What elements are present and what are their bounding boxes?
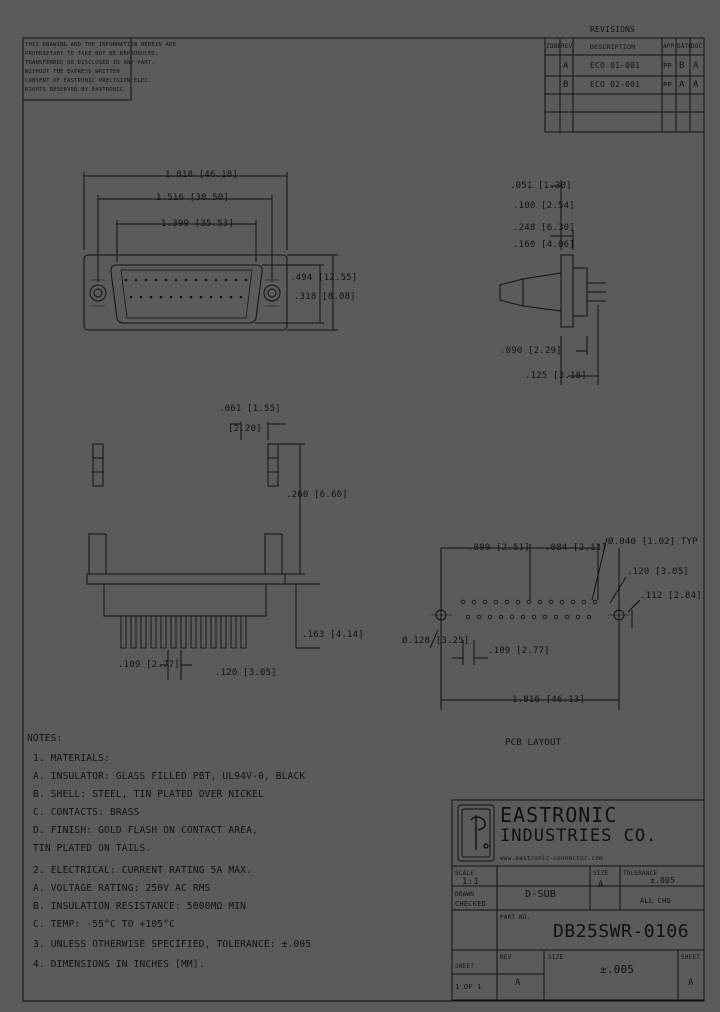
front-view	[83, 172, 338, 331]
company-name-line2: INDUSTRIES CO.	[500, 826, 658, 846]
rev-row-doc: A	[693, 80, 699, 90]
sheet-label: SHEET	[455, 963, 475, 970]
note-line: B. SHELL: STEEL, TIN PLATED OVER NICKEL	[33, 789, 264, 800]
dim-overall: 1.818 [46.18]	[165, 170, 239, 180]
dim-profile-height: .260 [6.60]	[286, 490, 348, 500]
rev-row-desc: ECO 02-001	[590, 80, 641, 89]
dim-pcb-holes: Ø.040 [1.02] TYP	[608, 537, 698, 547]
scale-value: 1:1	[462, 877, 479, 887]
rev-value: A	[515, 978, 521, 988]
drawn-value: CHECKED	[455, 900, 486, 908]
rev-row-rev: A	[563, 61, 569, 71]
rev-row-doc: A	[693, 61, 699, 71]
side-view	[499, 180, 606, 385]
dim-shell: 1.399 [35.53]	[161, 219, 235, 229]
scale-label: SCALE	[455, 870, 475, 877]
doc-number: ALL CHG	[640, 897, 671, 905]
tb-size-value: A	[688, 978, 694, 988]
dim-pcb-row: .112 [2.84]	[640, 591, 702, 601]
dim-height-b: .318 [8.08]	[294, 292, 356, 302]
dim-pcb-mid: .084 [2.13]	[545, 543, 607, 553]
title-value: D-SUB	[525, 889, 557, 900]
dim-side-1: .051 [1.30]	[510, 181, 572, 191]
dim-pcb-overall: 1.816 [46.13]	[512, 695, 586, 705]
logo-glyph	[470, 815, 489, 850]
rev-row-date: B	[679, 61, 685, 71]
dim-profile-pitch: .109 [2.77]	[118, 660, 180, 670]
rev-header-description: DESCRIPTION	[590, 43, 636, 51]
dim-profile-bottom: .120 [3.05]	[215, 668, 277, 678]
sheet-border	[22, 37, 705, 1002]
note-line: 3. UNLESS OTHERWISE SPECIFIED, TOLERANCE…	[33, 939, 312, 950]
rev-label: REV	[500, 954, 512, 961]
note-line: 2. ELECTRICAL: CURRENT RATING 5A MAX.	[33, 865, 253, 876]
rev-header-date: DATE	[677, 43, 693, 50]
tolerance-label: TOLERANCE	[623, 870, 658, 877]
company-name-line1: EASTRONIC	[500, 803, 618, 827]
notice-box	[22, 37, 132, 101]
company-website: www.eastronic-connector.com	[500, 855, 603, 862]
notes-header: NOTES:	[27, 733, 63, 744]
title-block-lines	[451, 799, 705, 1001]
drawn-label: DRAWN	[455, 891, 475, 898]
note-line: D. FINISH: GOLD FLASH ON CONTACT AREA,	[33, 825, 258, 836]
notice-line: PROPRIETARY TO TAKE NOT BE REPRODUCED,	[25, 51, 159, 57]
tolerance-value: ±.005	[650, 876, 676, 885]
profile-view	[86, 422, 320, 680]
dim-side-5: .090 [2.29]	[500, 346, 562, 356]
rev-row-date: A	[679, 80, 685, 90]
front-view-pins	[124, 278, 248, 299]
rev-row-desc: ECO 01-001	[590, 61, 641, 70]
dim-height-a: .494 [12.55]	[290, 273, 358, 283]
note-line: A. VOLTAGE RATING: 250V AC RMS	[33, 883, 211, 894]
size-label: SIZE	[593, 870, 609, 877]
notice-line: CONSENT OF EASTRONIC PRECISION ELEC.	[25, 78, 152, 84]
pcb-holes	[460, 599, 598, 620]
notice-line: RIGHTS RESERVED BY EASTRONIC.	[25, 87, 127, 93]
note-line: C. CONTACTS: BRASS	[33, 807, 140, 818]
note-line: 1. MATERIALS:	[33, 753, 110, 764]
notice-line: WITHOUT THE EXPRESS WRITTEN	[25, 69, 120, 75]
rev-row-app: PP	[663, 62, 672, 70]
dim-pcb-diag: Ø.128 [3.25]	[402, 636, 470, 646]
rev-header-zone: ZONE	[546, 43, 562, 50]
notice-line: THIS DRAWING AND THE INFORMATION HEREIN …	[25, 42, 176, 48]
rev-row-app: PP	[663, 81, 672, 89]
size-value: A	[598, 880, 604, 890]
note-line: TIN PLATED ON TAILS.	[33, 843, 152, 854]
dim-side-4: .160 [4.06]	[513, 240, 575, 250]
dim-pcb-pitch: .109 [2.77]	[488, 646, 550, 656]
note-line: B. INSULATION RESISTANCE: 5000MΩ MIN	[33, 901, 247, 912]
logo-lines	[457, 804, 495, 862]
tb-tol-value: ±.005	[600, 963, 635, 976]
revision-table-lines	[544, 38, 704, 133]
dim-profile-base: .163 [4.14]	[302, 630, 364, 640]
dim-pcb-hole-dia: .120 [3.05]	[627, 567, 689, 577]
rev-header-doc: DOC	[691, 43, 703, 50]
note-line: A. INSULATOR: GLASS FILLED PBT, UL94V-0,…	[33, 771, 306, 782]
note-line: C. TEMP: -55°C TO +105°C	[33, 919, 176, 930]
tb-size-label: SIZE	[548, 954, 564, 961]
revision-title: REVISIONS	[590, 25, 636, 34]
pcb-layout-lines	[429, 537, 641, 710]
dim-side-2: .100 [2.54]	[513, 201, 575, 211]
notice-line: TRANSFERRED OR DISCLOSED IN ANY PART,	[25, 60, 155, 66]
rev-row-rev: B	[563, 80, 569, 90]
part-label: PART NO.	[500, 914, 531, 921]
note-line: 4. DIMENSIONS IN INCHES [MM].	[33, 959, 205, 970]
dim-side-3: .248 [6.30]	[513, 223, 575, 233]
sheet-value: 1 OF 1	[455, 983, 482, 991]
rev-header-app: APP	[663, 43, 675, 50]
dim-profile-top: .061 [1.55]	[219, 404, 281, 414]
tb-sheet-label: SHEET	[681, 954, 701, 961]
dim-flange-holes: 1.516 [38.50]	[156, 193, 230, 203]
pcb-layout-label: PCB LAYOUT	[505, 738, 562, 748]
dim-profile-top-bracket: [2.20]	[228, 424, 262, 434]
dim-pcb-left: .099 [2.51]	[468, 543, 530, 553]
part-number: DB25SWR-0106	[553, 921, 690, 942]
rev-header-rev: REV	[561, 43, 573, 50]
dim-side-6: .125 [3.18]	[525, 371, 587, 381]
